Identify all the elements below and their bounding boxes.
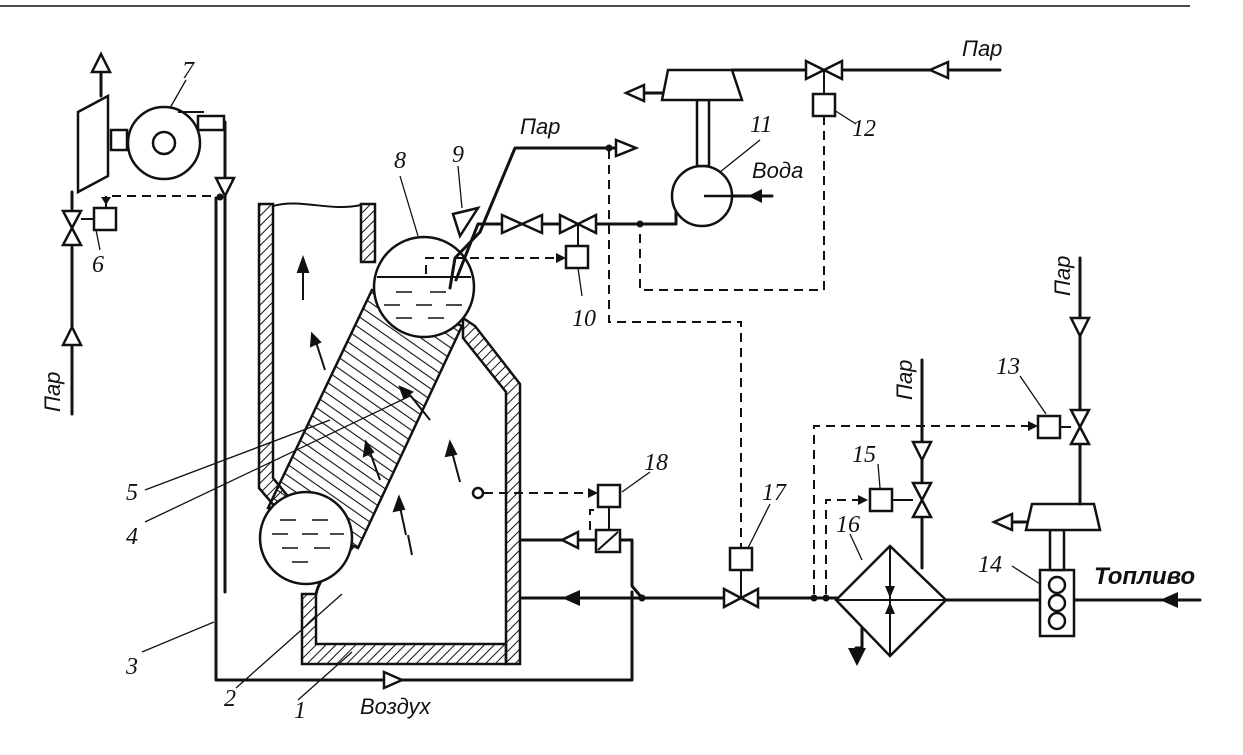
steam-in-arrow-left — [60, 324, 84, 347]
label-steam-right-2: Пар — [1050, 256, 1075, 296]
signal-15 — [825, 499, 862, 594]
label-15: 15 — [852, 442, 876, 468]
pump-turbine — [660, 68, 744, 102]
steam-in-arrow-top — [926, 60, 950, 80]
regulator-18 — [596, 483, 622, 509]
label-2: 2 — [224, 686, 236, 712]
fan-7 — [60, 51, 226, 416]
turbine-exhaust-arrow — [622, 83, 646, 103]
label-14: 14 — [978, 552, 1002, 578]
steam-out-arrow — [614, 138, 640, 158]
label-6: 6 — [92, 252, 104, 278]
air-flow-arrow — [382, 670, 406, 690]
label-3: 3 — [125, 654, 138, 680]
label-1: 1 — [294, 698, 306, 724]
valve-feed-1 — [500, 213, 544, 235]
leader-lines — [95, 79, 1047, 701]
label-5: 5 — [126, 480, 138, 506]
label-fuel: Топливо — [1094, 563, 1195, 590]
regulator-13 — [1036, 414, 1062, 440]
label-water: Вода — [752, 158, 803, 183]
signal-13 — [813, 425, 1032, 594]
level-signal — [425, 257, 560, 274]
valve-6 — [60, 209, 84, 247]
air-to-burner-arrow — [559, 529, 580, 551]
exhaust-arrow-icon — [89, 51, 113, 74]
valve-15 — [910, 481, 934, 519]
label-18: 18 — [644, 450, 668, 476]
label-10: 10 — [572, 306, 596, 332]
valve-13 — [1068, 408, 1092, 446]
condensate-arrow — [848, 648, 866, 666]
regulator-17 — [728, 546, 754, 572]
label-4: 4 — [126, 524, 138, 550]
air-duct — [213, 120, 634, 690]
flue-gas-arrows — [296, 255, 461, 556]
label-16: 16 — [836, 512, 860, 538]
fuel-line — [520, 483, 1202, 610]
label-11: 11 — [750, 112, 772, 138]
label-steam-boiler: Пар — [520, 114, 560, 139]
label-7: 7 — [182, 58, 195, 84]
heater-16 — [834, 358, 948, 666]
regulator-15 — [868, 487, 894, 513]
label-steam-left: Пар — [40, 372, 65, 412]
label-steam-right-1: Пар — [892, 360, 917, 400]
fuel-pump-14 — [990, 256, 1102, 638]
regulator-10 — [564, 244, 590, 270]
steam-in-arrow-13 — [1068, 316, 1092, 339]
label-17: 17 — [762, 480, 787, 506]
fuel-supply-arrow — [1160, 592, 1178, 608]
steam-in-arrow-16 — [910, 440, 934, 463]
feed-water-line — [454, 212, 678, 282]
turbine-drive-7 — [76, 93, 110, 195]
regulator-12 — [811, 92, 837, 118]
label-9: 9 — [452, 142, 464, 168]
regulator-6 — [92, 206, 118, 232]
fuel-in-arrow — [562, 590, 580, 606]
air-check-arrow — [213, 176, 237, 199]
label-8: 8 — [394, 148, 406, 174]
label-12: 12 — [852, 116, 876, 142]
label-steam-top-right: Пар — [962, 36, 1002, 61]
label-air: Воздух — [360, 694, 432, 719]
steam-outlet-9 — [448, 138, 640, 290]
label-13: 13 — [996, 354, 1020, 380]
fuel-pump-turbine — [1024, 502, 1102, 532]
lower-drum — [258, 490, 354, 586]
feed-pump-11 — [622, 58, 1002, 228]
upper-drum — [372, 235, 476, 339]
